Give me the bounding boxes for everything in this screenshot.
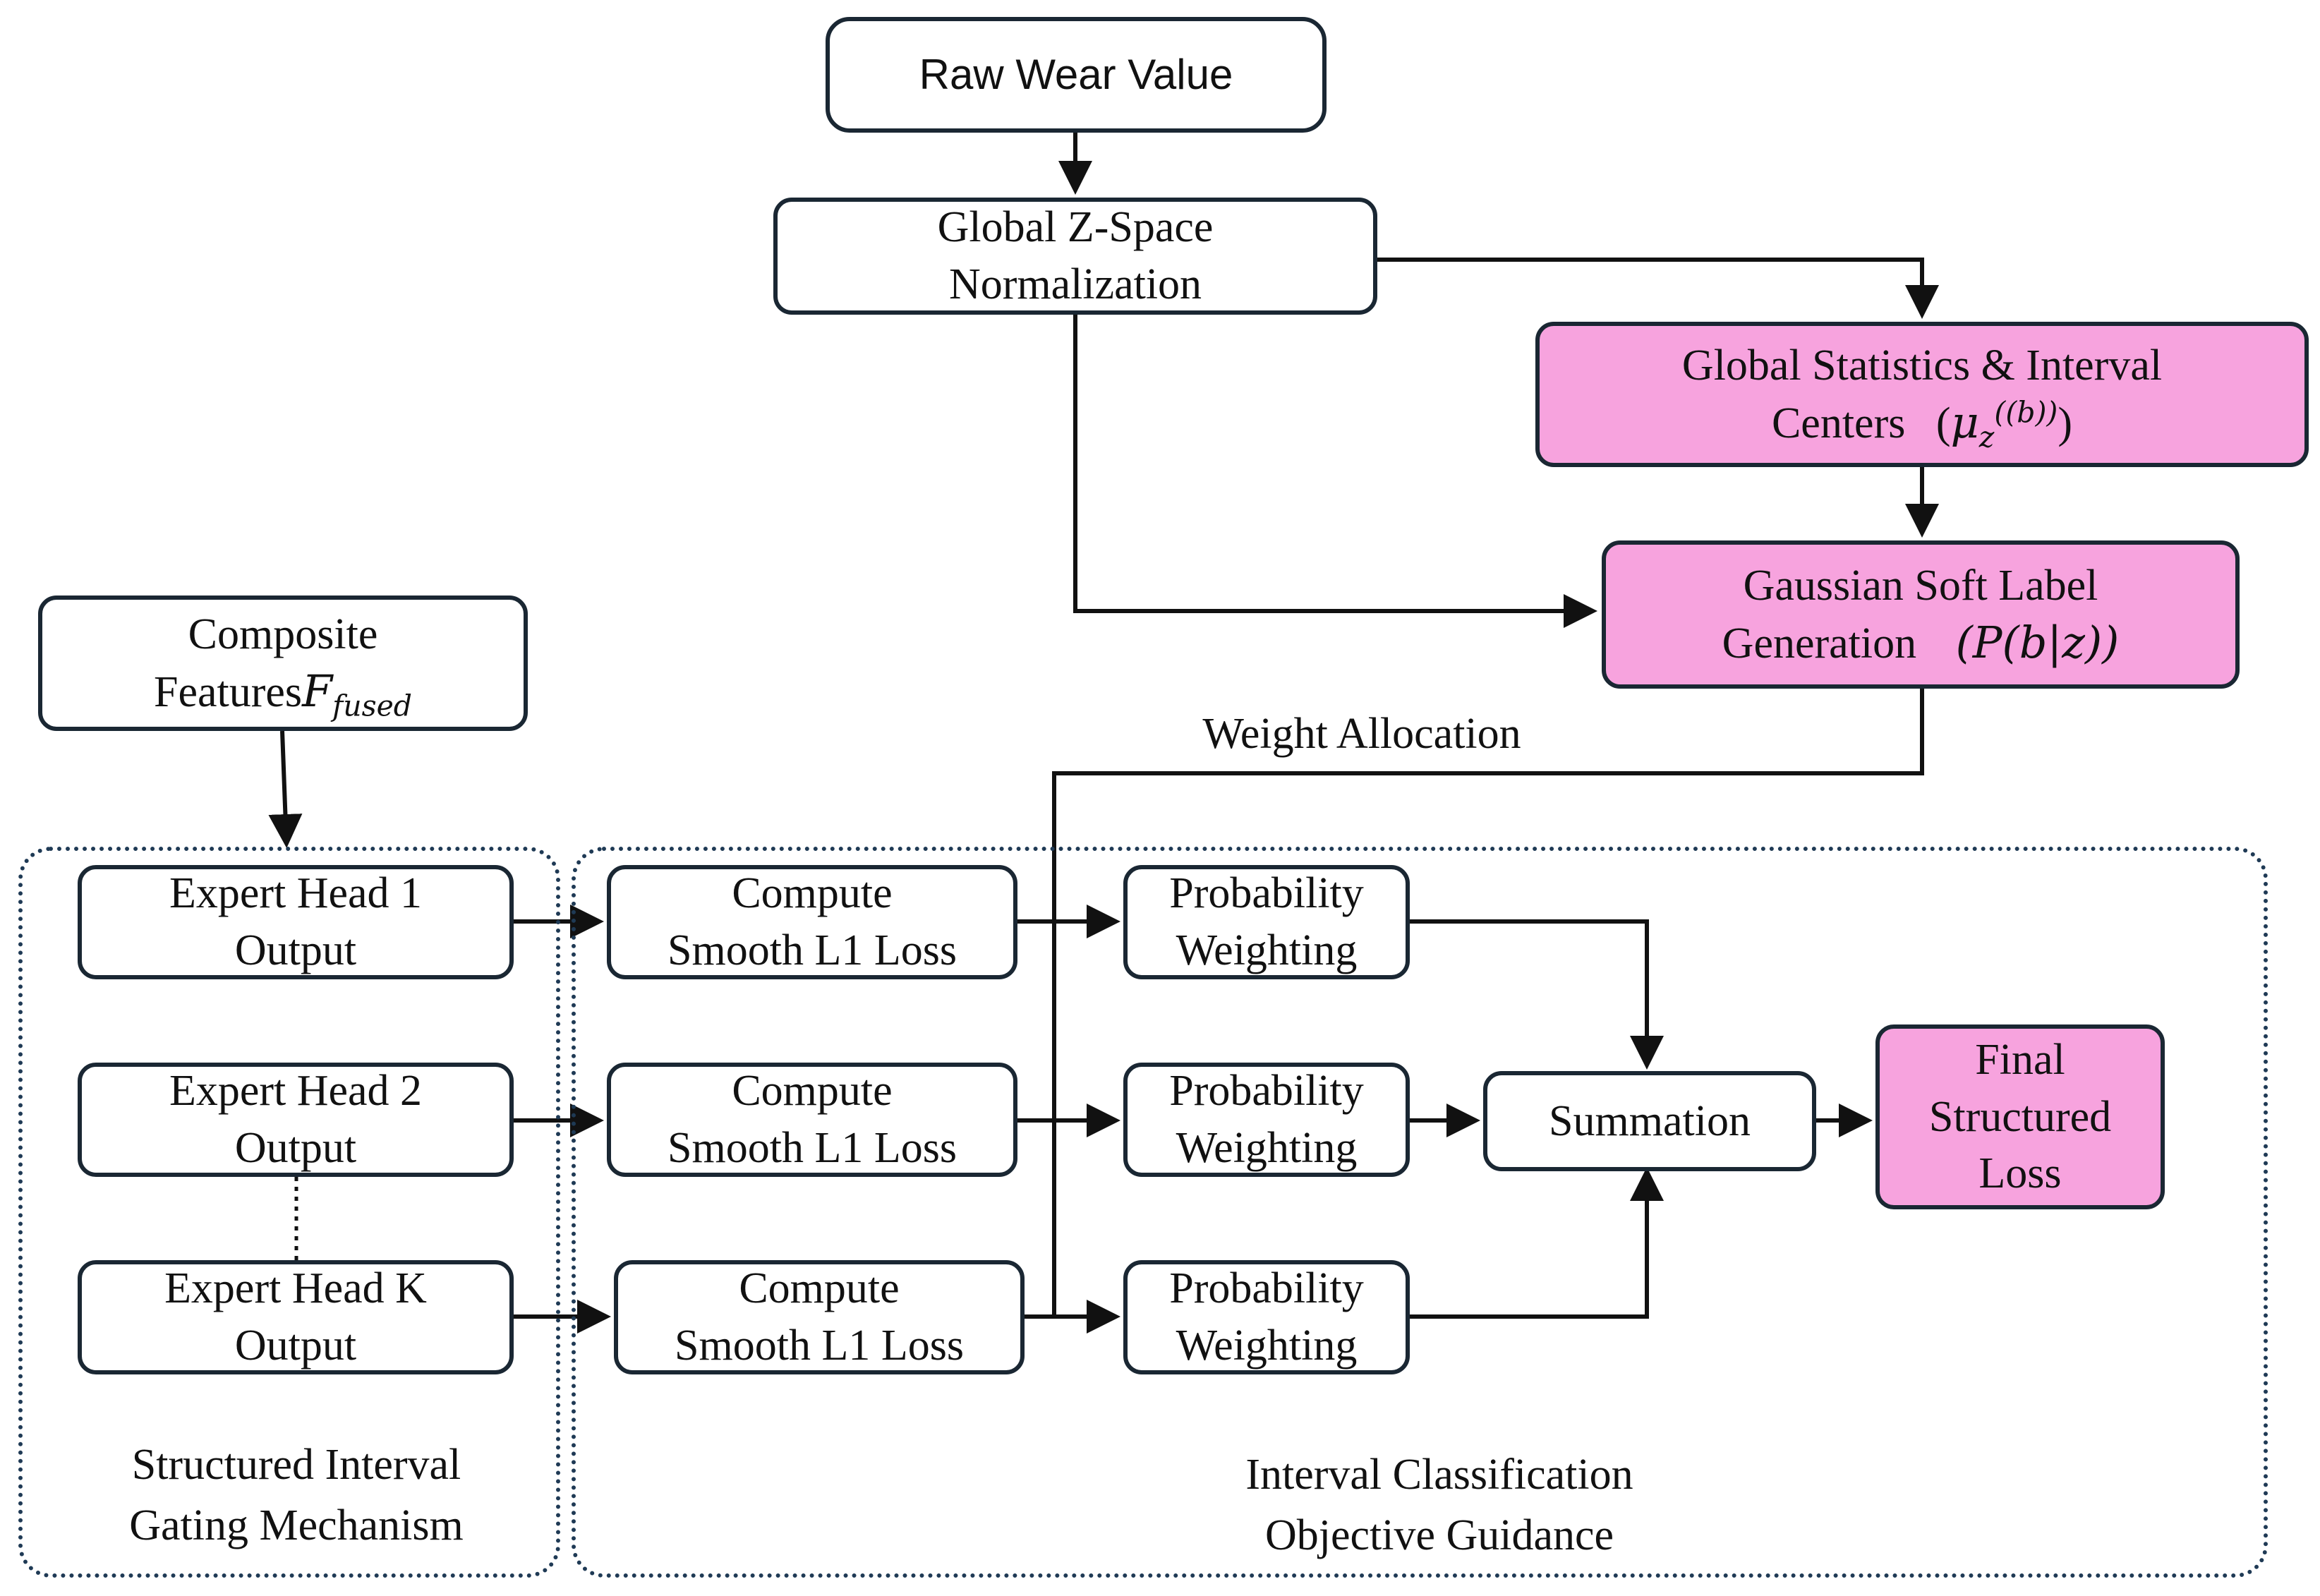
smooth-l1-loss-2-label-line1: Compute [732, 1067, 893, 1116]
global-normalization-label-line1: Global Z-Space [937, 203, 1214, 252]
soft-label-probability-formula: (P(b|z)) [1955, 616, 2120, 668]
final-loss-label-line1: Final [1975, 1036, 2065, 1084]
formula-close-paren: ) [2058, 399, 2073, 447]
global-statistics-node: Global Statistics & Interval Centers (μz… [1535, 322, 2309, 467]
arrow-weightingk-to-summation [1410, 1167, 1664, 1319]
gating-mechanism-caption-line2: Gating Mechanism [129, 1501, 464, 1549]
weight-allocation-label: Weight Allocation [1202, 710, 1521, 758]
composite-features-node: Composite FeaturesFfused [38, 596, 528, 731]
smooth-l1-loss-1-label-line1: Compute [732, 869, 893, 918]
probability-weighting-1-label-line1: Probability [1169, 869, 1364, 918]
formula-open-paren: ( [1935, 399, 1951, 447]
raw-wear-value-label: Raw Wear Value [919, 51, 1233, 98]
gating-mechanism-group [18, 847, 560, 1578]
gaussian-soft-label-node: Gaussian Soft Label Generation (P(b|z)) [1602, 540, 2240, 689]
smooth-l1-loss-2-node: Compute Smooth L1 Loss [607, 1063, 1017, 1177]
probability-weighting-k-label-line2: Weighting [1176, 1322, 1358, 1370]
global-normalization-label-line2: Normalization [948, 260, 1202, 308]
expert-head-2-node: Expert Head 2 Output [78, 1063, 514, 1177]
classification-guidance-group [572, 847, 2268, 1578]
smooth-l1-loss-k-node: Compute Smooth L1 Loss [614, 1260, 1025, 1374]
smooth-l1-loss-1-node: Compute Smooth L1 Loss [607, 865, 1017, 979]
arrow-normalization-to-statistics [1377, 258, 1939, 319]
expert-head-2-label-line2: Output [234, 1124, 357, 1172]
probability-weighting-2-label-line2: Weighting [1176, 1124, 1358, 1172]
fused-features-symbol: F [302, 665, 333, 717]
classification-guidance-caption-line1: Interval Classification [1245, 1451, 1633, 1499]
gaussian-soft-label-generation-text: Generation [1722, 619, 1917, 667]
global-statistics-centers-text: Centers [1771, 399, 1906, 447]
summation-node: Summation [1483, 1071, 1816, 1171]
arrow-composite-to-expert-head [268, 730, 303, 848]
probability-weighting-1-node: Probability Weighting [1123, 865, 1410, 979]
fused-features-subscript: fused [332, 688, 412, 723]
probability-weighting-k-node: Probability Weighting [1123, 1260, 1410, 1374]
probability-weighting-2-node: Probability Weighting [1123, 1063, 1410, 1177]
smooth-l1-loss-2-label-line2: Smooth L1 Loss [667, 1124, 957, 1172]
gaussian-soft-label-line1: Gaussian Soft Label [1743, 561, 2098, 610]
smooth-l1-loss-1-label-line2: Smooth L1 Loss [667, 926, 957, 974]
formula-superscript-b: ((b)) [1994, 394, 2058, 429]
probability-weighting-1-label-line2: Weighting [1176, 926, 1358, 974]
expert-head-k-label-line1: Expert Head K [164, 1264, 427, 1313]
composite-features-label-line1: Composite [188, 610, 378, 658]
composite-features-label-line2: FeaturesFfused [154, 663, 412, 721]
expert-head-k-node: Expert Head K Output [78, 1260, 514, 1374]
formula-mu-symbol: μ [1950, 396, 1979, 448]
gating-mechanism-caption: Structured Interval Gating Mechanism [28, 1435, 564, 1556]
final-loss-label-line3: Loss [1978, 1149, 2062, 1198]
gaussian-soft-label-line2: Generation (P(b|z)) [1722, 615, 2120, 672]
formula-subscript-z: z [1978, 419, 1995, 454]
expert-head-1-node: Expert Head 1 Output [78, 865, 514, 979]
global-normalization-node: Global Z-Space Normalization [773, 198, 1377, 315]
final-loss-label-line2: Structured [1928, 1092, 2112, 1141]
probability-weighting-2-label-line1: Probability [1169, 1067, 1364, 1116]
final-structured-loss-node: Final Structured Loss [1875, 1024, 2165, 1209]
arrow-normalization-to-soft-label [1073, 315, 1597, 628]
gating-mechanism-caption-line1: Structured Interval [131, 1441, 461, 1489]
smooth-l1-loss-k-label-line2: Smooth L1 Loss [675, 1322, 964, 1370]
expert-head-k-label-line2: Output [234, 1322, 357, 1370]
smooth-l1-loss-k-label-line1: Compute [739, 1264, 900, 1313]
summation-label: Summation [1549, 1096, 1751, 1145]
classification-guidance-caption: Interval Classification Objective Guidan… [1157, 1445, 1722, 1566]
classification-guidance-caption-line2: Objective Guidance [1264, 1511, 1614, 1559]
expert-head-1-label-line1: Expert Head 1 [169, 869, 423, 918]
probability-weighting-k-label-line1: Probability [1169, 1264, 1364, 1313]
raw-wear-value-node: Raw Wear Value [826, 17, 1327, 133]
arrow-weighting1-to-summation [1410, 919, 1664, 1070]
weight-allocation-line [1052, 689, 1924, 1317]
composite-features-text: Features [154, 667, 303, 716]
interval-center-formula: (μz((b))) [1935, 396, 2073, 452]
expert-head-2-label-line1: Expert Head 2 [169, 1067, 423, 1116]
expert-head-1-label-line2: Output [234, 926, 357, 974]
global-statistics-label-line1: Global Statistics & Interval [1681, 341, 2163, 389]
global-statistics-label-line2: Centers (μz((b))) [1772, 394, 2072, 452]
